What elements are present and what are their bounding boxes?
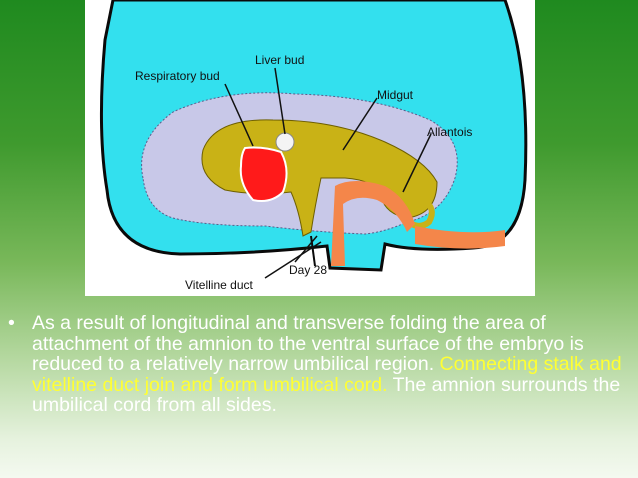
- bullet-marker: •: [8, 312, 15, 334]
- label-respiratory-bud: Respiratory bud: [135, 69, 220, 83]
- allantois-curl: [392, 196, 435, 229]
- label-vitelline-duct: Vitelline duct: [185, 278, 253, 292]
- pointer-respiratory-bud: [224, 83, 254, 147]
- embryo-diagram-svg: Respiratory bud Liver bud Midgut Allanto…: [99, 0, 528, 292]
- liver-bud: [275, 132, 295, 152]
- bullet-paragraph: • As a result of longitudinal and transv…: [8, 313, 634, 416]
- embryo-diagram: Respiratory bud Liver bud Midgut Allanto…: [85, 0, 535, 296]
- bullet-text: As a result of longitudinal and transver…: [32, 313, 634, 416]
- bullet-text-part2: The amnion surrounds the umbilical cord …: [32, 373, 621, 416]
- pointer-liver-bud: [274, 67, 286, 135]
- connecting-stalk: [331, 181, 415, 266]
- label-allantois: Allantois: [427, 125, 472, 139]
- pointer-allantois: [402, 133, 432, 193]
- pointer-vitelline-duct: [264, 241, 322, 279]
- tail-stalk: [415, 226, 505, 249]
- label-day: Day 28: [289, 263, 327, 277]
- heart: [239, 146, 288, 202]
- label-liver-bud: Liver bud: [255, 53, 304, 67]
- bullet-text-part1: As a result of longitudinal and transver…: [32, 312, 584, 375]
- bullet-text-highlight: Connecting stalk and vitelline duct join…: [32, 353, 622, 396]
- vitelline-duct: [310, 235, 316, 267]
- label-midgut: Midgut: [377, 88, 414, 102]
- pointer-day: [294, 235, 318, 263]
- pointer-midgut: [342, 97, 378, 151]
